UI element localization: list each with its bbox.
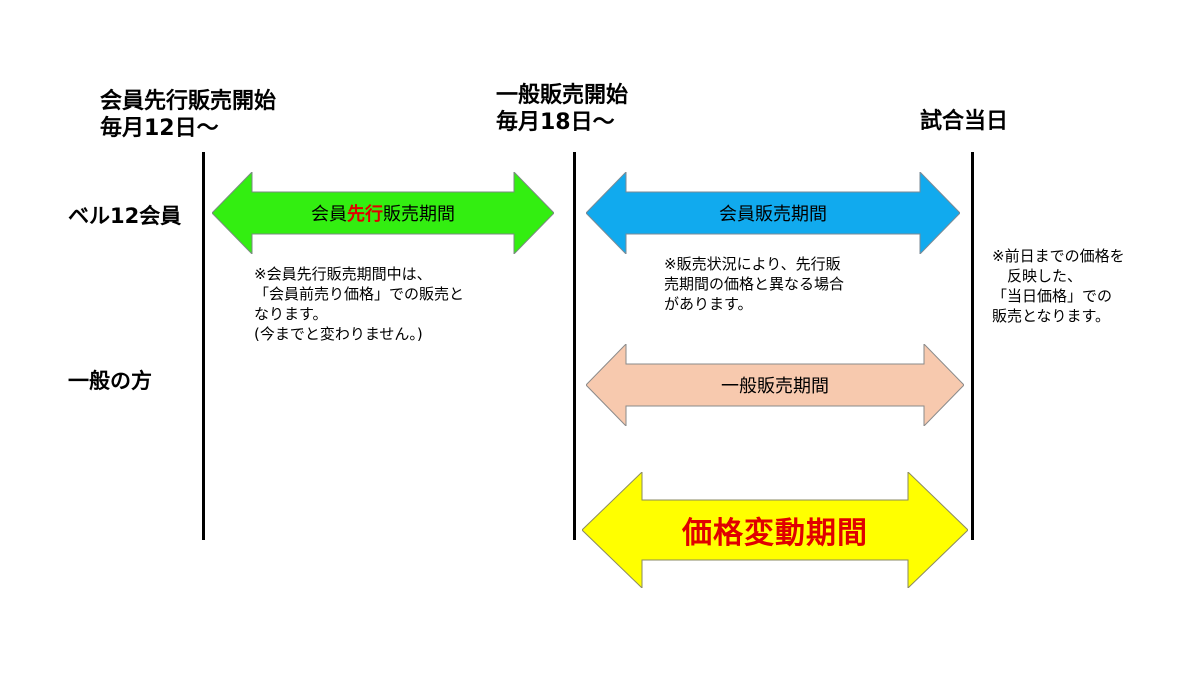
header-general-sale-date: 毎月18日～	[496, 110, 615, 135]
arrow-member-presale-label-suffix: 販売期間	[383, 204, 455, 225]
row-label-general: 一般の方	[68, 369, 152, 393]
timeline-presale-start	[202, 152, 205, 540]
header-member-presale: 会員先行販売開始 毎月12日～	[100, 88, 276, 142]
arrow-member-sale-label: 会員販売期間	[719, 204, 827, 225]
arrow-member-sale: 会員販売期間	[586, 172, 960, 254]
arrow-member-presale-label-prefix: 会員	[311, 204, 347, 225]
arrow-price-change-shape	[582, 472, 968, 588]
arrow-member-presale: 会員先行販売期間	[212, 172, 554, 254]
arrow-price-change: 価格変動期間	[582, 472, 968, 588]
header-general-sale-title: 一般販売開始	[496, 83, 629, 108]
arrow-general-sale-shape	[586, 344, 964, 426]
note-member-sale: ※販売状況により、先行販 売期間の価格と異なる場合 があります。	[664, 255, 845, 313]
arrow-general-sale: 一般販売期間	[586, 344, 964, 426]
row-label-member: ベル12会員	[68, 204, 182, 228]
header-general-sale: 一般販売開始 毎月18日～	[496, 82, 628, 136]
header-match-day: 試合当日	[920, 109, 1009, 134]
header-member-presale-title: 会員先行販売開始	[100, 89, 277, 114]
arrow-member-presale-label: 会員先行販売期間	[212, 172, 554, 254]
arrow-member-sale-shape	[586, 172, 960, 254]
note-match-day: ※前日までの価格を 反映した、 「当日価格」での 販売となります。	[992, 247, 1125, 325]
note-presale: ※会員先行販売期間中は、 「会員前売り価格」での販売と なります。 (今までと変…	[254, 265, 465, 343]
timeline-general-sale-start	[573, 152, 576, 540]
header-member-presale-date: 毎月12日～	[100, 116, 219, 141]
timeline-match-day	[971, 152, 974, 540]
arrow-general-sale-label: 一般販売期間	[721, 376, 829, 397]
arrow-member-presale-shape	[212, 172, 554, 254]
arrow-member-presale-label-highlight: 先行	[347, 204, 383, 225]
arrow-price-change-label: 価格変動期間	[682, 516, 868, 551]
